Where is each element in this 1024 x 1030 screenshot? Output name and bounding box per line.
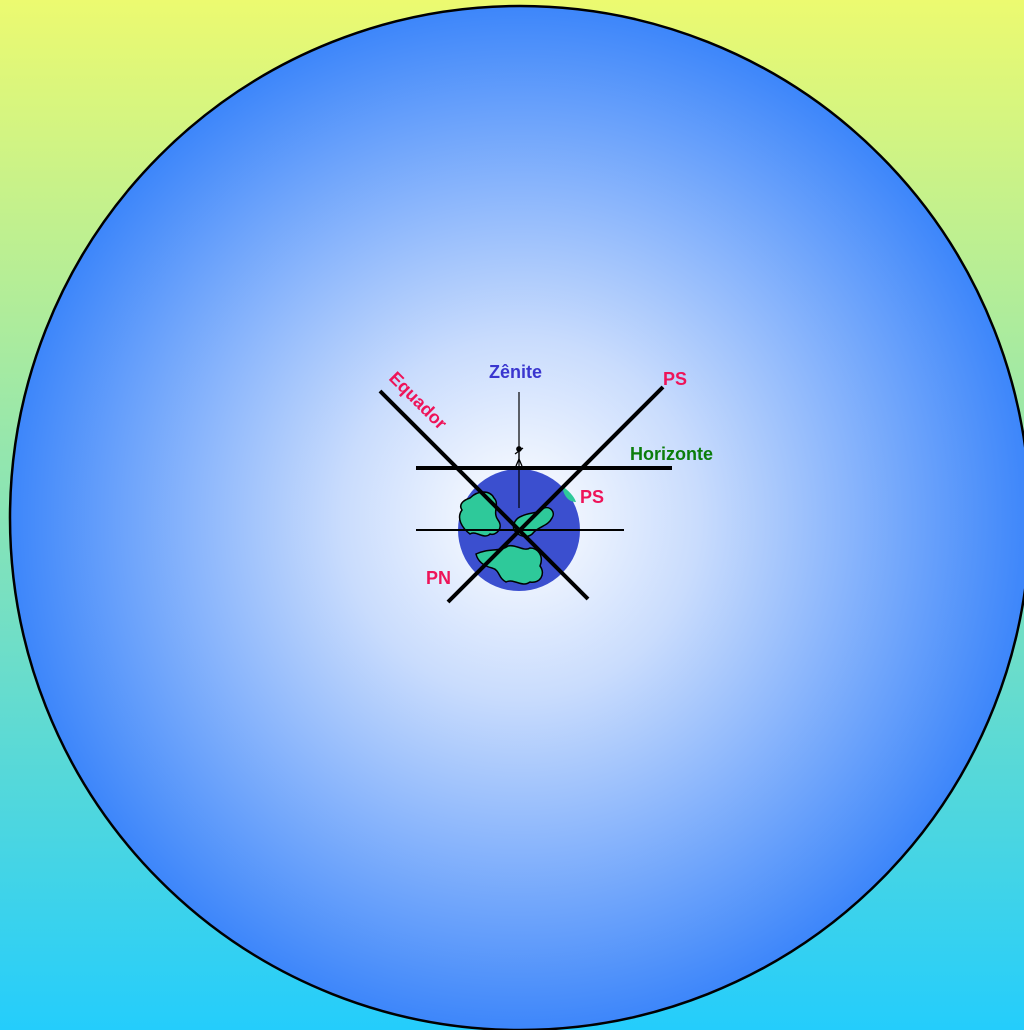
continent-edge — [562, 486, 576, 502]
observer-figure — [514, 446, 524, 467]
zenith-label: Zênite — [489, 362, 542, 382]
horizon-label: Horizonte — [630, 444, 713, 464]
celestial-equator-line — [378, 389, 590, 601]
south-pole-label-upper: PS — [663, 369, 687, 389]
south-pole-label-lower: PS — [580, 487, 604, 507]
polar-axis-line — [446, 385, 665, 604]
north-pole-label: PN — [426, 568, 451, 588]
